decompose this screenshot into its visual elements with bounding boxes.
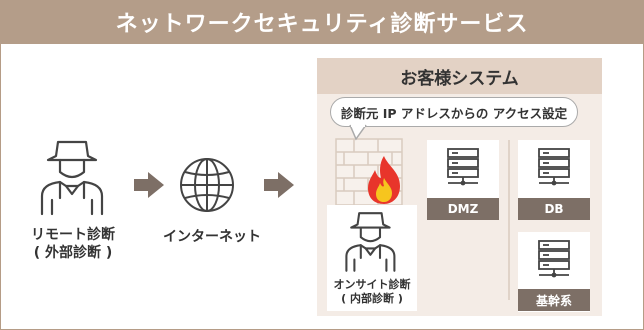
onsite-label-line2: ( 内部診断 ) — [341, 292, 403, 305]
customer-system-title: お客様システム — [317, 58, 602, 94]
remote-worker-icon — [40, 140, 104, 216]
server-core-label: 基幹系 — [518, 289, 590, 311]
server-icon — [538, 148, 570, 186]
server-icon — [447, 148, 479, 186]
server-dmz-label: DMZ — [427, 198, 499, 220]
arrow-right-icon — [134, 172, 164, 198]
arrow-right-icon — [264, 172, 294, 198]
internet-label: インターネット — [163, 229, 261, 245]
callout-tail — [349, 124, 367, 141]
onsite-card — [327, 205, 417, 311]
server-db-label: DB — [518, 198, 590, 220]
onsite-label-line1: オンサイト診断 — [333, 278, 411, 291]
onsite-diagnosis-label: オンサイト診断 ( 内部診断 ) — [320, 278, 424, 306]
access-setting-callout: 診断元 IP アドレスからの アクセス設定 — [330, 97, 578, 127]
onsite-worker-icon — [345, 212, 396, 272]
remote-diagnosis-label: リモート診断 ( 外部診断 ) — [18, 226, 128, 262]
page-title: ネットワークセキュリティ診断サービス — [0, 0, 644, 44]
fire-icon — [368, 156, 400, 204]
globe-icon — [180, 158, 234, 212]
remote-label-line2: ( 外部診断 ) — [33, 245, 113, 261]
zone-divider — [508, 140, 510, 300]
remote-label-line1: リモート診断 — [31, 227, 115, 243]
server-icon — [538, 240, 570, 278]
